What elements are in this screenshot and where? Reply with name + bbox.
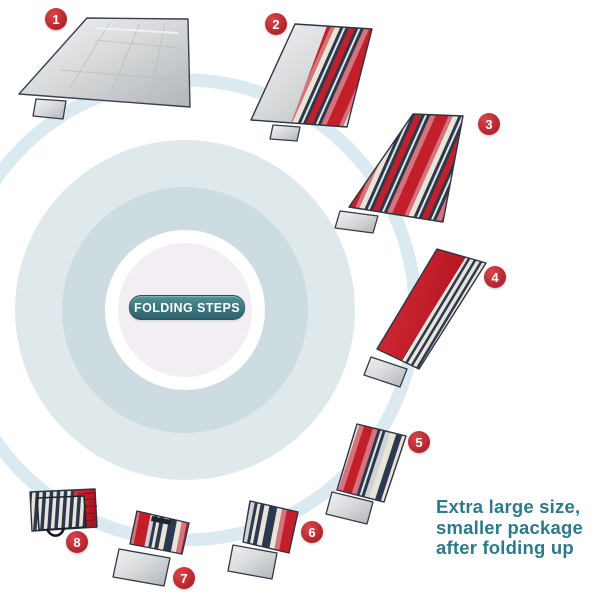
tagline-line-1: Extra large size, <box>436 496 581 517</box>
tagline: Extra large size, smaller package after … <box>436 496 583 559</box>
step-5-blanket <box>325 423 407 525</box>
step-7-blanket <box>112 510 190 587</box>
step-5-badge: 5 <box>408 431 430 453</box>
step-8-packed-blanket <box>29 488 98 537</box>
step-4-badge: 4 <box>484 266 506 288</box>
step-2-badge: 2 <box>265 13 287 35</box>
carry-handle <box>45 527 66 537</box>
step-6-badge: 6 <box>301 521 323 543</box>
step-3-blanket <box>334 113 464 234</box>
step-2-blanket <box>250 23 373 142</box>
step-1-blanket <box>18 17 191 120</box>
step-7-badge: 7 <box>173 567 195 589</box>
step-3-badge: 3 <box>478 113 500 135</box>
tagline-line-3: after folding up <box>436 537 574 558</box>
step-4-blanket <box>363 248 487 388</box>
tagline-line-2: smaller package <box>436 516 583 538</box>
folding-steps-title-badge: FOLDING STEPS <box>129 295 245 320</box>
step-6-blanket <box>227 500 299 580</box>
step-1-badge: 1 <box>45 8 67 30</box>
step-8-badge: 8 <box>66 531 88 553</box>
